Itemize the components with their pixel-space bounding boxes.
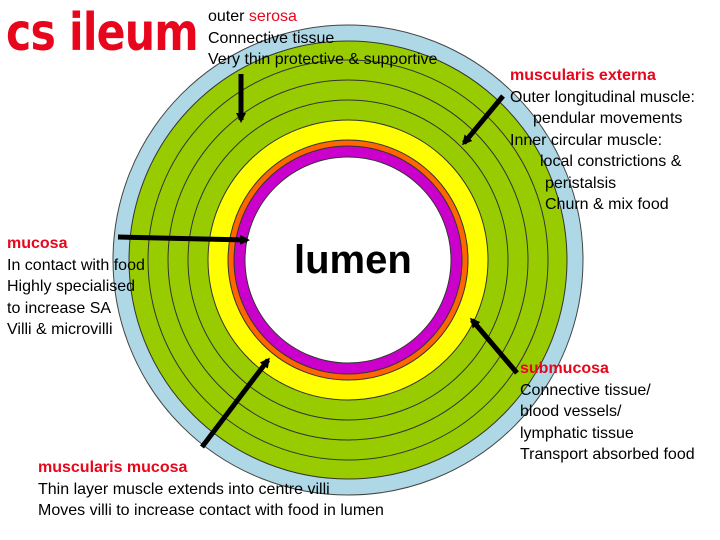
- submucosa-line-4: Transport absorbed food: [520, 446, 695, 463]
- serosa-label: outer serosa Connective tissue Very thin…: [208, 6, 437, 71]
- serosa-prefix: outer: [208, 8, 249, 25]
- muscularis-externa-line-6: Churn & mix food: [545, 196, 669, 213]
- muscle-line-2: [167, 79, 529, 441]
- mucosa-label: mucosa In contact with food Highly speci…: [7, 233, 145, 341]
- diagram-title: cs ileum: [6, 3, 199, 63]
- muscle-line-1: [147, 59, 549, 461]
- lumen-label: lumen: [294, 238, 412, 282]
- muscularis-externa-line-4: local constrictions &: [540, 153, 682, 170]
- mucosa-name: mucosa: [7, 235, 68, 252]
- muscle-line-3: [187, 99, 509, 421]
- mucosa-line-3: to increase SA: [7, 299, 112, 317]
- mucosa-line-1: In contact with food: [7, 256, 145, 274]
- muscularis-mucosa-line-2: Moves villi to increase contact with foo…: [38, 502, 384, 519]
- muscularis-mucosa-arrow: [200, 357, 270, 449]
- mucosa-line-2: Highly specialised: [7, 278, 136, 295]
- submucosa-label: submucosa Connective tissue/ blood vesse…: [520, 358, 695, 466]
- lumen-area: [244, 156, 452, 364]
- submucosa-arrow: [470, 317, 519, 375]
- submucosa-line-3: lymphatic tissue: [520, 424, 634, 442]
- muscularis-externa-line-5: peristalsis: [545, 174, 617, 192]
- mucosa-line-4: Villi & microvilli: [7, 321, 113, 338]
- muscularis-mucosa-line-1: Thin layer muscle extends into centre vi…: [38, 480, 330, 498]
- muscularis-externa-line-1: Outer longitudinal muscle:: [510, 88, 695, 106]
- muscularis-mucosa-label: muscularis mucosa Thin layer muscle exte…: [38, 457, 384, 522]
- serosa-line-1: Connective tissue: [208, 29, 335, 47]
- muscularis-externa-line-3: Inner circular muscle:: [510, 131, 663, 149]
- submucosa-line-2: blood vessels/: [520, 403, 622, 420]
- muscularis-mucosa-name: muscularis mucosa: [38, 459, 188, 476]
- submucosa-line-1: Connective tissue/: [520, 381, 651, 399]
- serosa-name: serosa: [248, 8, 297, 25]
- muscularis-externa-label: muscularis externa Outer longitudinal mu…: [510, 65, 695, 216]
- muscularis-externa-line-2: pendular movements: [533, 110, 683, 127]
- mucosa-arrow: [117, 234, 250, 245]
- serosa-line-2: Very thin protective & supportive: [208, 51, 438, 68]
- submucosa-name: submucosa: [520, 360, 609, 377]
- muscularis-externa-name: muscularis externa: [510, 67, 656, 84]
- muscularis-externa-arrow: [462, 94, 505, 146]
